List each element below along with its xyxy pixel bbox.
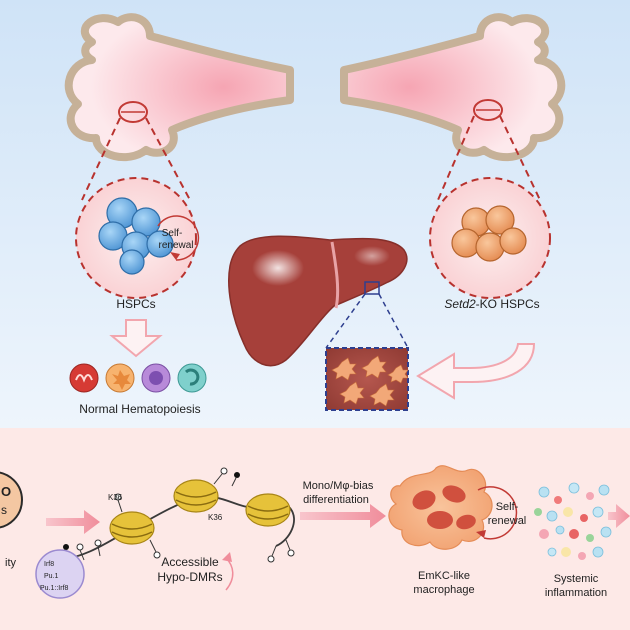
liver-tissue-inset (325, 347, 409, 411)
irf8-label: Irf8 (44, 561, 54, 568)
output-arrow-icon (608, 504, 630, 528)
macrophage-cell (369, 383, 395, 407)
macrophage-cell (387, 364, 409, 384)
ko-hspc-cell (499, 227, 527, 255)
mono-bias-label: Mono/Mφ-bias (303, 480, 374, 492)
ko-fragment-label: O (1, 484, 11, 499)
transcription-factor-bubble: Irf8 Pu.1 Pu.1::Irf8 (35, 549, 85, 599)
cytokine-dots (534, 482, 612, 560)
self-renewal-label: Self- (496, 501, 519, 513)
k36-label: K36 (208, 513, 223, 522)
bone-marrow-niche-right (473, 99, 503, 121)
liver (228, 235, 408, 367)
pu1-label: Pu.1 (44, 573, 59, 580)
hspc-cell (146, 230, 174, 258)
bone-marrow-niche-left (118, 101, 148, 123)
hspc-zoom: Self- renewal HSPCs (75, 117, 200, 311)
normal-hematopoiesis-label: Normal Hematopoiesis (79, 402, 200, 416)
hspc-differentiation-arrow-icon (109, 319, 163, 358)
self-renewal-label: renewal (488, 515, 527, 527)
macrophage-cell (339, 381, 365, 405)
ko-hspc-cell (451, 228, 481, 258)
right-bone (340, 13, 566, 162)
ity-fragment-label: ity (5, 557, 17, 569)
differentiation-label: differentiation (303, 494, 369, 506)
pu1-irf8-label: Pu.1::Irf8 (40, 585, 69, 592)
hspc-cell (119, 249, 145, 275)
ko-hspc-cell (475, 232, 505, 262)
k36-label: K36 (108, 493, 123, 502)
differentiation-arrow-icon (300, 504, 386, 528)
left-bone (64, 13, 294, 162)
accessible-label: Accessible (161, 555, 219, 569)
ko-cell-partial: O s (0, 471, 23, 529)
bottom-panel-background (0, 428, 630, 630)
s-fragment-label: s (1, 503, 7, 517)
hypo-dmrs-label: Hypo-DMRs (157, 570, 222, 584)
nucleosome-c (245, 493, 291, 527)
emkc-macrophage (388, 465, 493, 550)
self-renewal-arrow-icon (477, 486, 518, 540)
liver-inset-marker (364, 281, 380, 295)
self-renewal-label: Self- (162, 228, 183, 239)
nucleosome-b (173, 479, 219, 513)
ko-hspc-cell (485, 205, 515, 235)
ko-to-liver-arrow-icon (416, 343, 536, 400)
macrophage-cell (331, 357, 357, 381)
systemic-label: Systemic (554, 573, 599, 585)
normal-hematopoiesis-cells (69, 363, 207, 393)
ko-hspc-zoom: Setd2-KO HSPCs (429, 115, 551, 311)
chromatin: K36 K36 (59, 467, 295, 563)
step-arrow-icon (46, 510, 100, 534)
macrophage-cell (361, 355, 387, 379)
lymphocyte-cell (177, 363, 207, 393)
macrophage-label: macrophage (413, 584, 474, 596)
self-renewal-label: renewal (158, 240, 193, 251)
inflammation-label: inflammation (545, 587, 607, 599)
self-renewal-arrow-icon (157, 215, 200, 261)
setd2-ko-hspcs-label: Setd2-KO HSPCs (444, 297, 539, 311)
hspcs-label: HSPCs (116, 297, 155, 311)
nucleosome-a (109, 511, 155, 545)
emkc-like-label: EmKC-like (418, 570, 470, 582)
